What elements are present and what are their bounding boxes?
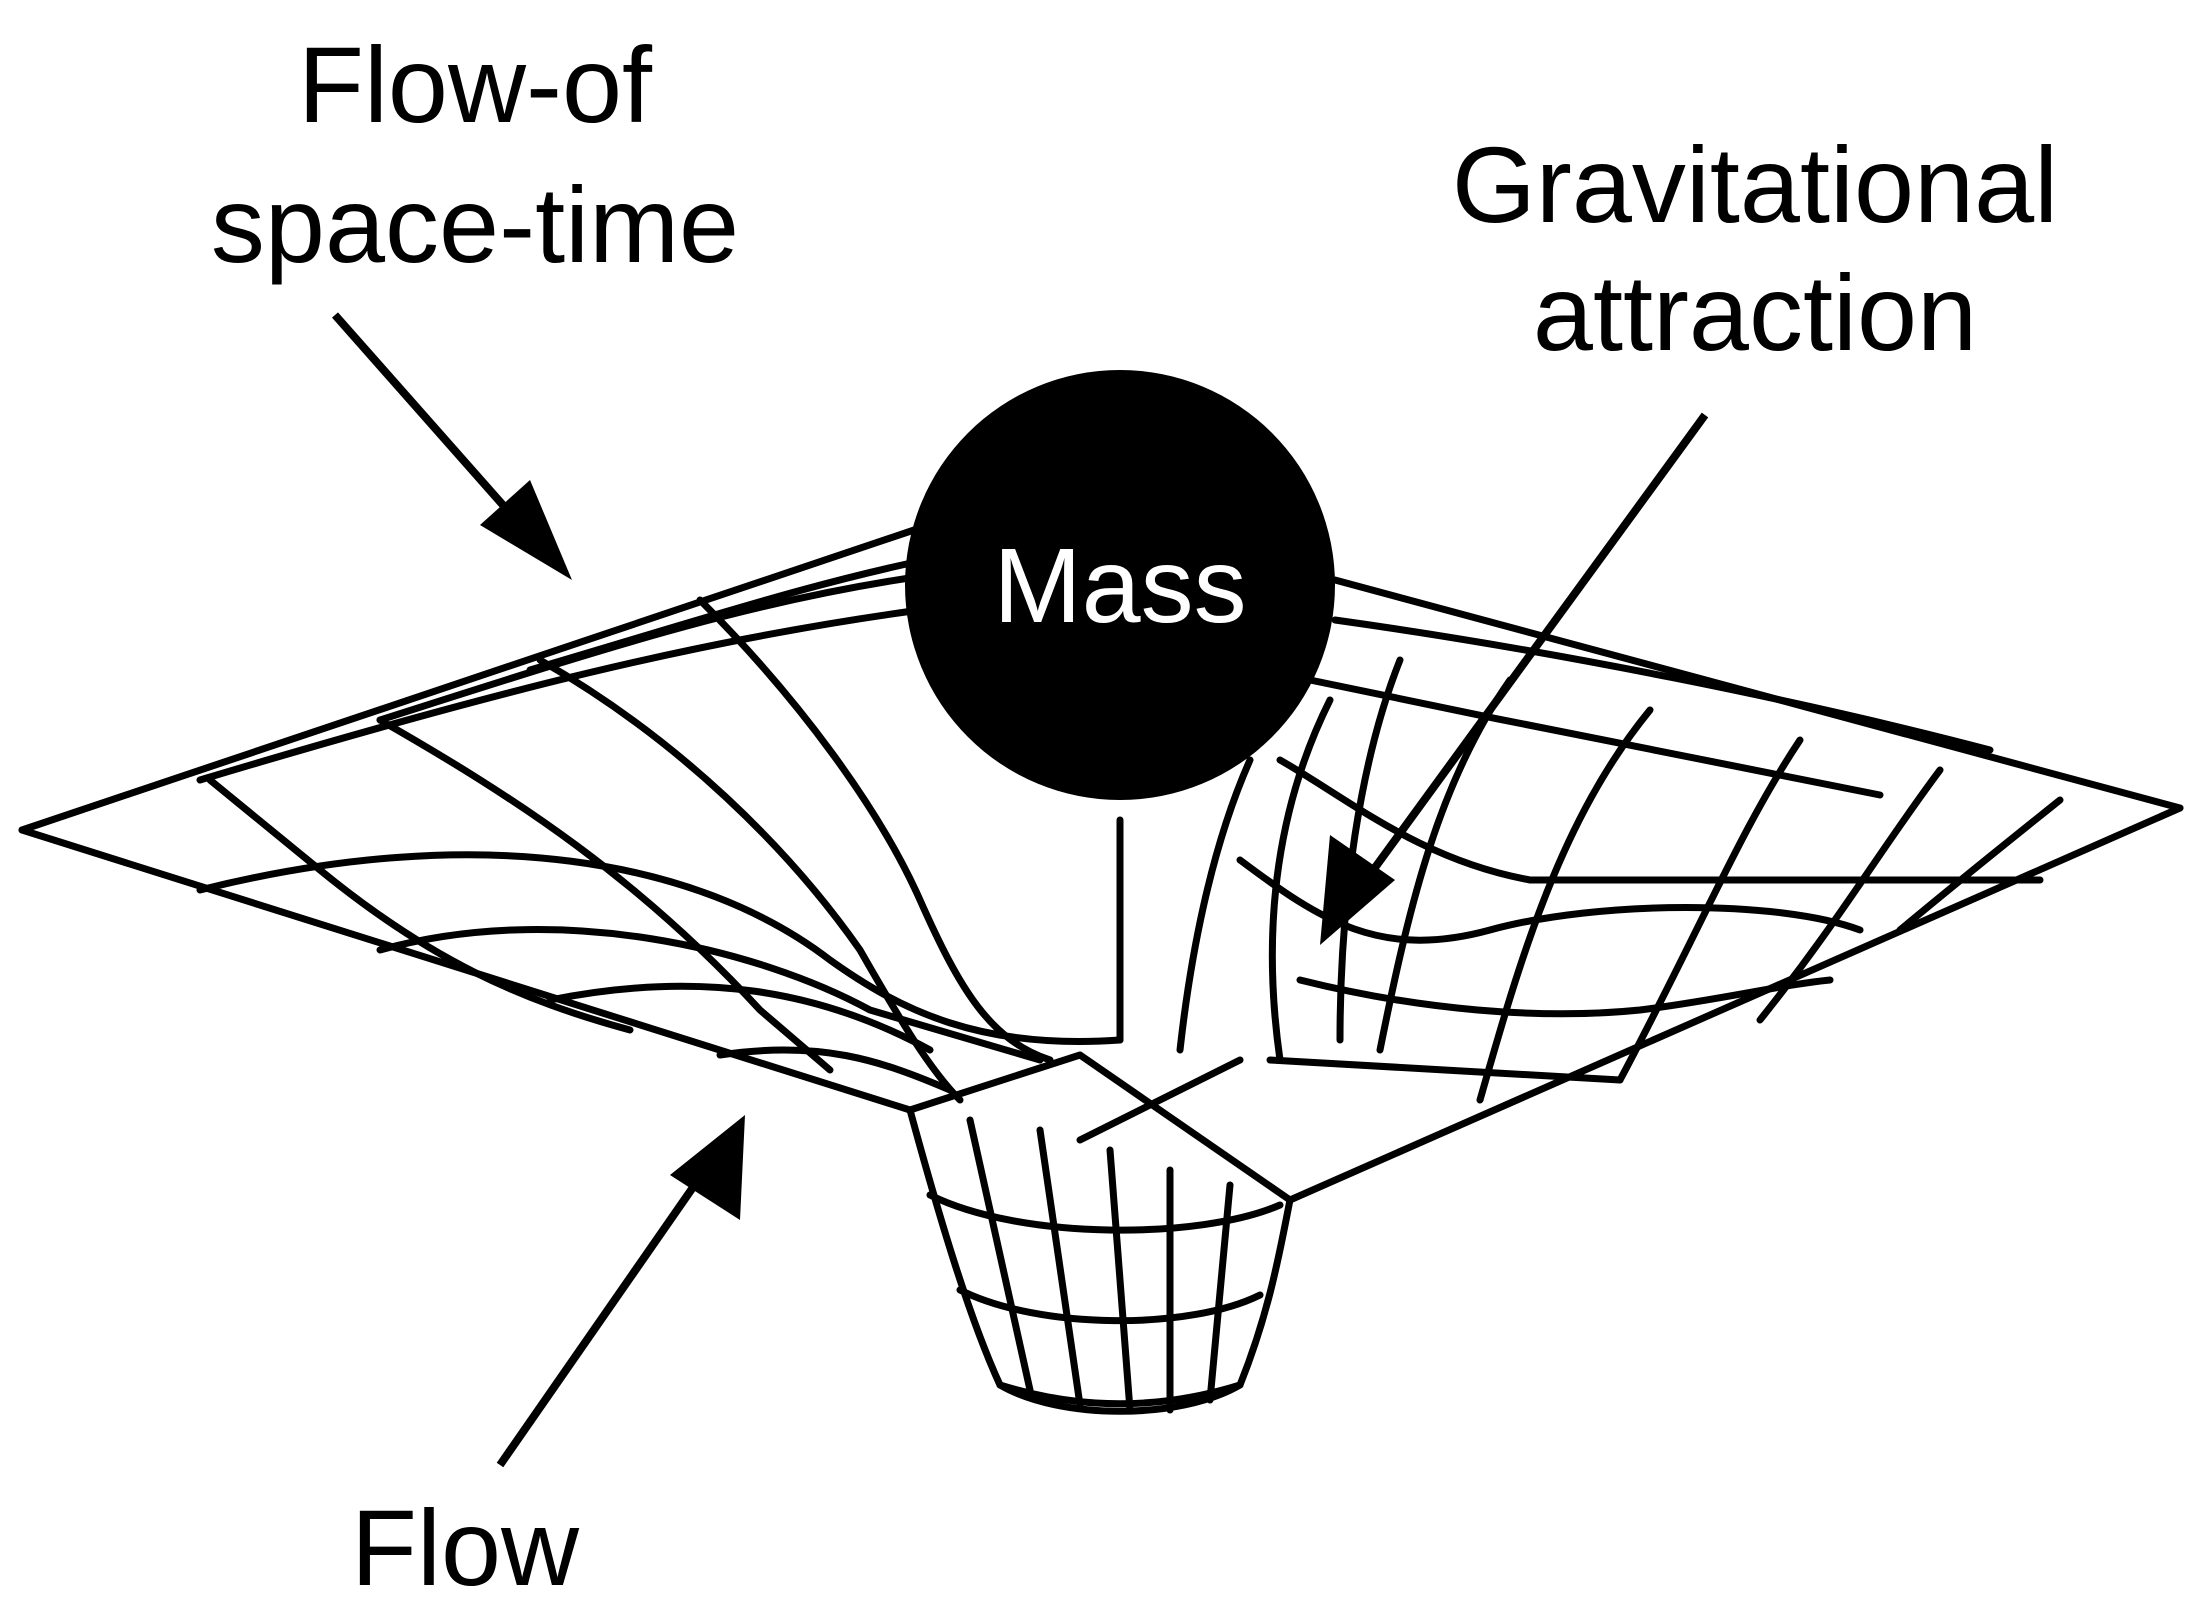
mass-sphere: Mass bbox=[905, 370, 1335, 800]
spacetime-grid-lines-a bbox=[196, 551, 1124, 1094]
spacetime-grid-lines-b bbox=[206, 596, 1334, 1104]
flow-arrow bbox=[496, 1115, 745, 1468]
flow-label: Flow bbox=[351, 1487, 580, 1608]
mass-label: Mass bbox=[993, 527, 1246, 645]
flow-of-space-time-arrow bbox=[332, 312, 572, 580]
flow-of-space-time-label-line1: Flow-of bbox=[298, 24, 653, 145]
gravity-well-funnel bbox=[906, 1051, 1294, 1415]
spacetime-grid-lines-right bbox=[1236, 616, 2064, 1104]
gravitational-attraction-label-line2: attraction bbox=[1533, 252, 1977, 373]
flow-of-space-time-label-line2: space-time bbox=[211, 164, 739, 285]
gravitational-attraction-arrow bbox=[1320, 412, 1709, 945]
gravitational-attraction-label-line1: Gravitational bbox=[1452, 124, 2058, 245]
